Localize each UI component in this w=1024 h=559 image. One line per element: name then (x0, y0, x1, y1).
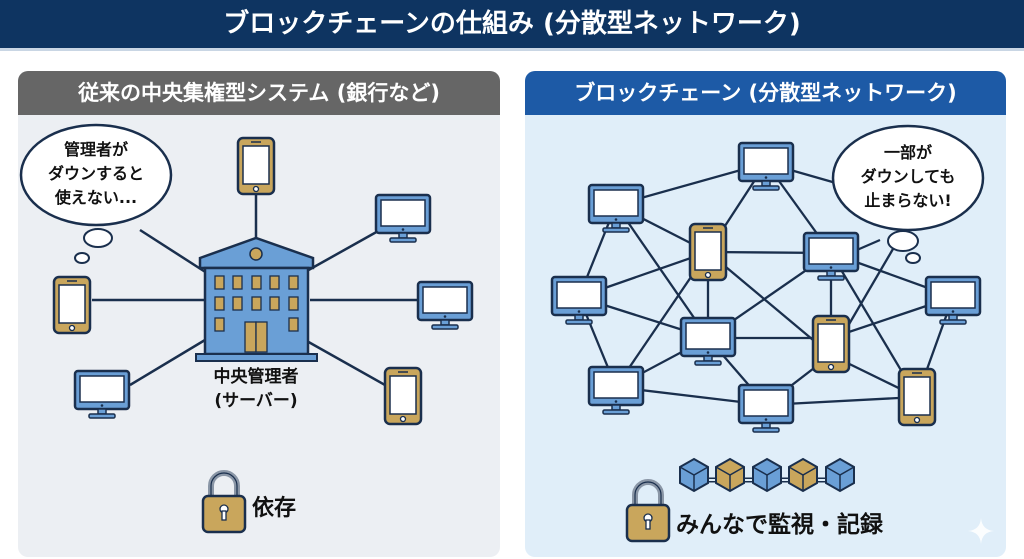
block-cube-icon (752, 458, 782, 492)
phone-icon (383, 366, 423, 426)
phone-icon (52, 275, 92, 335)
decentralized-header: ブロックチェーン (分散型ネットワーク) (525, 71, 1006, 115)
block-cube-icon (715, 458, 745, 492)
monitor-icon (374, 193, 432, 244)
bank-building-icon (195, 236, 318, 362)
phone-icon (811, 314, 851, 374)
monitor-icon (924, 275, 982, 326)
monitor-icon (587, 183, 645, 234)
shared-monitoring-label: みんなで監視・記録 (676, 512, 883, 538)
central-admin-label: 中央管理者 (サーバー) (176, 365, 336, 413)
label-line: (サーバー) (214, 391, 298, 411)
left-bubble-text: 管理者が ダウンすると 使えない... (26, 138, 166, 210)
lock-icon (627, 482, 669, 541)
phone-icon (236, 136, 276, 196)
blockchain-chain-icon (679, 458, 855, 492)
monitor-icon (73, 369, 131, 420)
bubble-line: 使えない... (54, 188, 138, 207)
block-cube-icon (825, 458, 855, 492)
block-cube-icon (679, 458, 709, 492)
bubble-line: ダウンすると (47, 164, 144, 183)
phone-icon (688, 222, 728, 282)
bubble-line: 止まらない! (864, 191, 952, 210)
label-line: 中央管理者 (213, 367, 299, 387)
left-thought-bubble (19, 123, 173, 264)
monitor-icon (679, 316, 737, 367)
centralized-header: 従来の中央集権型システム (銀行など) (18, 71, 500, 115)
lock-icon (203, 473, 245, 532)
monitor-icon (416, 280, 474, 331)
monitor-icon (587, 365, 645, 416)
dependency-label: 依存 (252, 496, 297, 521)
main-title: ブロックチェーンの仕組み (分散型ネットワーク) (0, 0, 1024, 51)
right-bubble-text: 一部が ダウンしても 止まらない! (838, 141, 978, 213)
right-thought-bubble (831, 124, 985, 264)
monitor-icon (737, 141, 795, 192)
monitor-icon (737, 383, 795, 434)
bubble-line: 一部が (883, 143, 932, 162)
monitor-icon (550, 275, 608, 326)
left-connections (92, 195, 418, 387)
sparkle-icon (968, 518, 994, 544)
phone-icon (897, 367, 937, 427)
monitor-icon (802, 231, 860, 282)
block-cube-icon (788, 458, 818, 492)
bubble-line: ダウンしても (860, 167, 956, 186)
bubble-line: 管理者が (63, 140, 128, 159)
